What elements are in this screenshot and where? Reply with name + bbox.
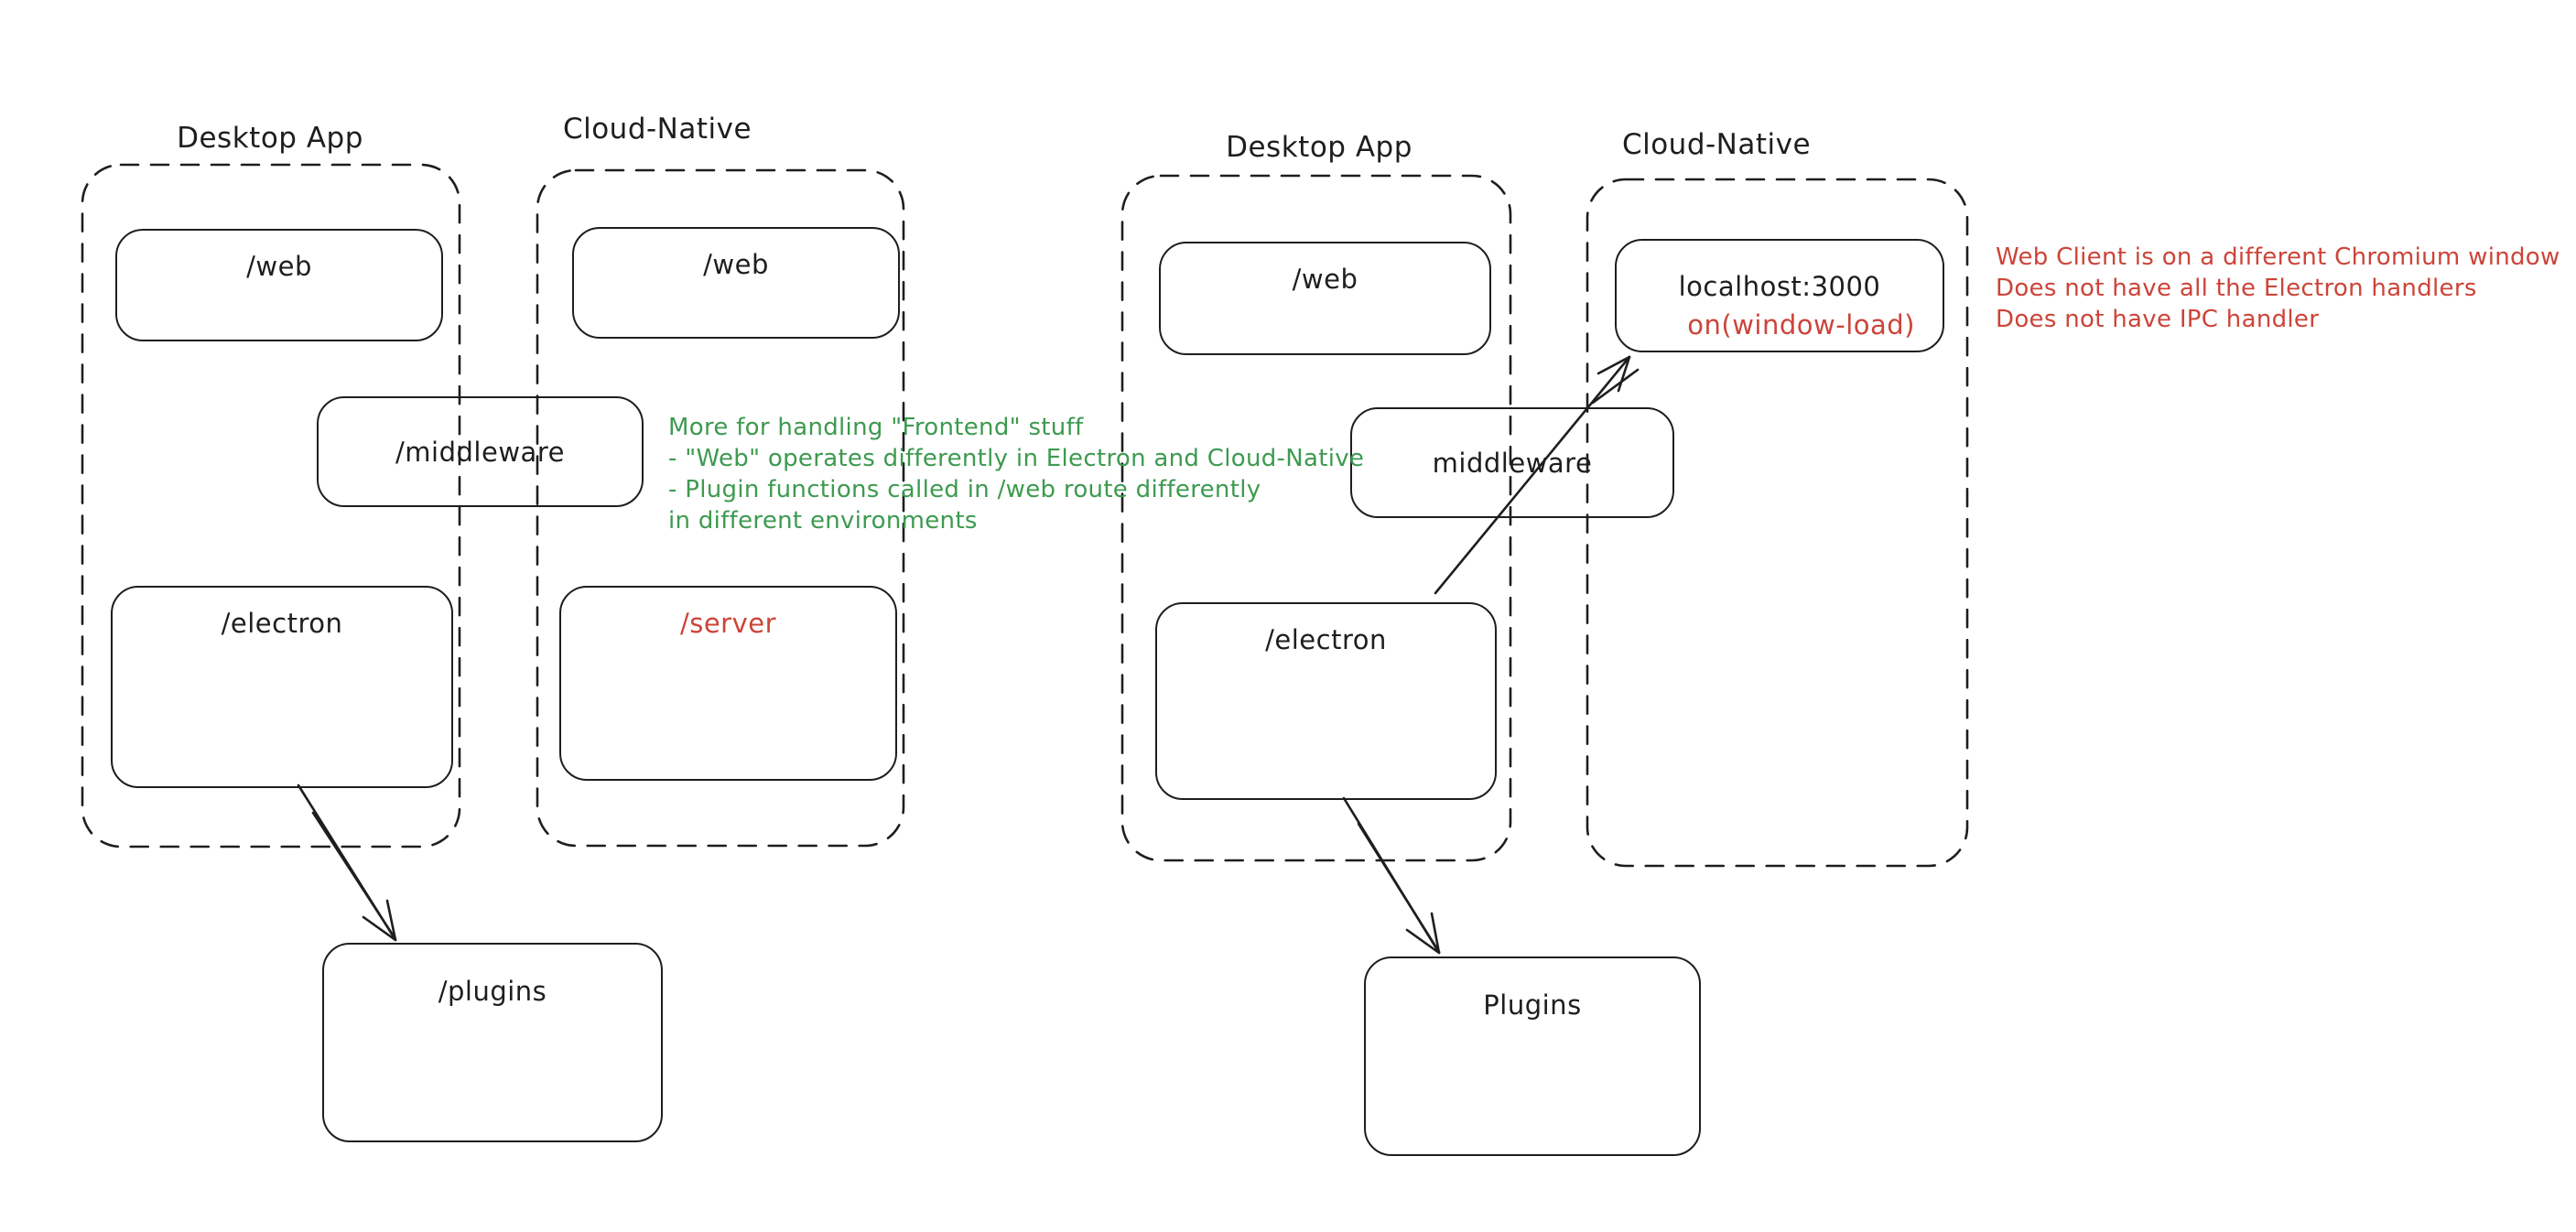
green-note-line-1: More for handling "Frontend" stuff	[668, 414, 1084, 441]
green-note-line-4: in different environments	[668, 507, 978, 535]
plugins-box-label: Plugins	[1483, 989, 1582, 1021]
cloud-native-container-left[interactable]	[536, 168, 905, 848]
electron-to-localhost-arrow[interactable]	[1434, 355, 1640, 595]
green-note-line-2: - "Web" operates differently in Electron…	[668, 445, 1365, 472]
localhost-label: localhost:3000	[1678, 271, 1881, 302]
web-box-left-cloud[interactable]: /web	[572, 227, 900, 339]
middleware-box-right[interactable]: middleware	[1350, 407, 1674, 518]
electron-to-plugins-arrow-right[interactable]	[1342, 796, 1441, 955]
web-box-label: /web	[703, 249, 769, 280]
electron-box-label: /electron	[1265, 624, 1387, 655]
web-box-left-desktop[interactable]: /web	[115, 229, 443, 341]
cloud-native-title-left: Cloud-Native	[562, 113, 752, 146]
server-box-left[interactable]: /server	[559, 586, 897, 781]
web-box-label: /web	[246, 251, 312, 282]
red-note-line-3: Does not have IPC handler	[1996, 306, 2320, 333]
electron-to-plugins-arrow-left[interactable]	[297, 784, 397, 942]
electron-box-label: /electron	[221, 608, 343, 639]
plugins-box-left[interactable]: /plugins	[322, 943, 663, 1142]
web-box-right-desktop[interactable]: /web	[1159, 242, 1491, 355]
green-annotation-note: More for handling "Frontend" stuff - "We…	[668, 412, 1364, 536]
cloud-native-container-right[interactable]	[1586, 178, 1969, 868]
server-box-label: /server	[679, 608, 777, 639]
electron-box-right[interactable]: /electron	[1155, 602, 1497, 800]
red-annotation-note: Web Client is on a different Chromium wi…	[1996, 242, 2560, 335]
on-window-load-label: on(window-load)	[1687, 309, 1915, 340]
desktop-app-title-left: Desktop App	[177, 122, 363, 155]
desktop-app-title-right: Desktop App	[1226, 131, 1412, 164]
localhost-box-right[interactable]: localhost:3000 on(window-load)	[1615, 239, 1944, 352]
red-note-line-2: Does not have all the Electron handlers	[1996, 275, 2477, 302]
green-note-line-3: - Plugin functions called in /web route …	[668, 476, 1261, 503]
desktop-app-container-left[interactable]	[81, 163, 461, 848]
web-box-label: /web	[1292, 264, 1358, 295]
cloud-native-title-right: Cloud-Native	[1621, 128, 1812, 161]
desktop-app-container-right[interactable]	[1120, 174, 1512, 862]
plugins-box-right[interactable]: Plugins	[1364, 956, 1701, 1156]
middleware-box-label: middleware	[1432, 447, 1593, 479]
red-note-line-1: Web Client is on a different Chromium wi…	[1996, 243, 2560, 271]
plugins-box-label: /plugins	[438, 976, 547, 1007]
electron-box-left[interactable]: /electron	[111, 586, 453, 788]
